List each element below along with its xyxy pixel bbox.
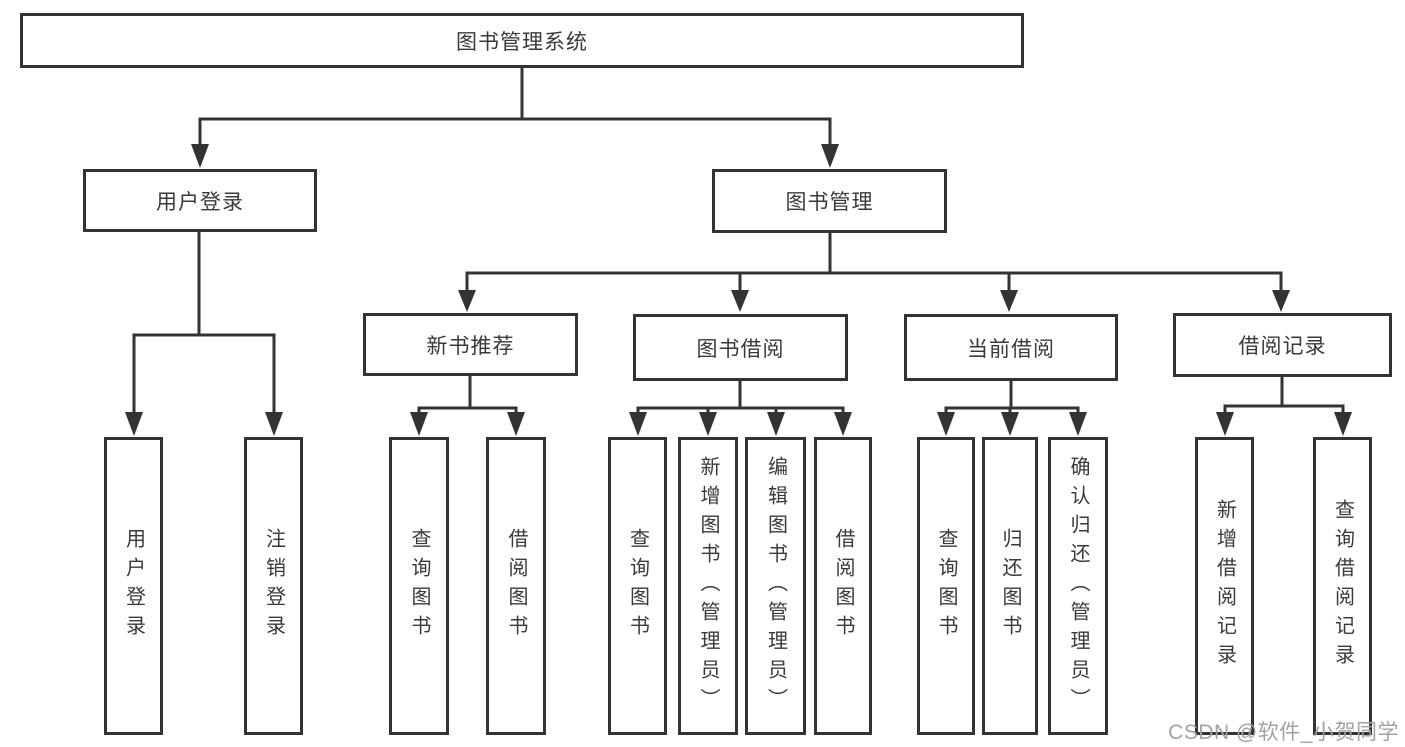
leaf-current-query-books-label: 查询图书 (935, 528, 957, 644)
leaf-recommend-borrow-books: 借阅图书 (486, 437, 546, 735)
node-borrow-records: 借阅记录 (1173, 313, 1392, 377)
leaf-records-query-record: 查询借阅记录 (1313, 437, 1372, 735)
connector-book-mgmt-children (458, 231, 1290, 312)
node-user-login: 用户登录 (83, 169, 317, 232)
leaf-logout: 注销登录 (244, 437, 303, 735)
leaf-records-query-record-label: 查询借阅记录 (1331, 499, 1354, 673)
leaf-current-return-books-label: 归还图书 (999, 528, 1021, 644)
leaf-borrow-add-books-admin-label: 新增图书（管理员） (697, 455, 719, 717)
leaf-current-return-books: 归还图书 (982, 437, 1038, 735)
leaf-user-login-label: 用户登录 (122, 528, 145, 644)
leaf-borrow-add-books-admin: 新增图书（管理员） (678, 437, 738, 735)
leaf-borrow-query-books-label: 查询图书 (626, 528, 649, 644)
leaf-borrow-edit-books-admin: 编辑图书（管理员） (745, 437, 806, 735)
leaf-recommend-query-books-label: 查询图书 (408, 528, 430, 644)
connector-borrow-records-children (1216, 375, 1352, 436)
connector-book-borrow-children (629, 379, 852, 436)
leaf-recommend-borrow-books-label: 借阅图书 (505, 528, 527, 644)
node-new-book-recommend: 新书推荐 (363, 313, 578, 376)
leaf-recommend-query-books: 查询图书 (389, 437, 449, 735)
leaf-current-confirm-return-admin-label: 确认归还（管理员） (1067, 455, 1089, 717)
leaf-records-add-record-label: 新增借阅记录 (1213, 499, 1236, 673)
csdn-watermark: CSDN @软件_小贺同学 (1168, 721, 1399, 744)
node-current-borrow: 当前借阅 (904, 314, 1118, 381)
leaf-user-login: 用户登录 (104, 437, 163, 735)
leaf-borrow-borrow-books-label: 借阅图书 (832, 528, 854, 644)
connector-current-borrow-children (937, 379, 1087, 436)
connector-user-login-children (125, 230, 283, 436)
connector-root-to-level2 (191, 66, 839, 168)
connector-new-book-children (410, 374, 525, 436)
leaf-borrow-borrow-books: 借阅图书 (814, 437, 872, 735)
node-book-borrow: 图书借阅 (633, 314, 848, 381)
node-system-root: 图书管理系统 (20, 13, 1024, 68)
leaf-logout-label: 注销登录 (262, 528, 285, 644)
leaf-current-confirm-return-admin: 确认归还（管理员） (1048, 437, 1108, 735)
leaf-borrow-query-books: 查询图书 (608, 437, 667, 735)
leaf-current-query-books: 查询图书 (917, 437, 975, 735)
leaf-records-add-record: 新增借阅记录 (1195, 437, 1254, 735)
node-book-management: 图书管理 (712, 169, 947, 233)
leaf-borrow-edit-books-admin-label: 编辑图书（管理员） (764, 455, 787, 717)
